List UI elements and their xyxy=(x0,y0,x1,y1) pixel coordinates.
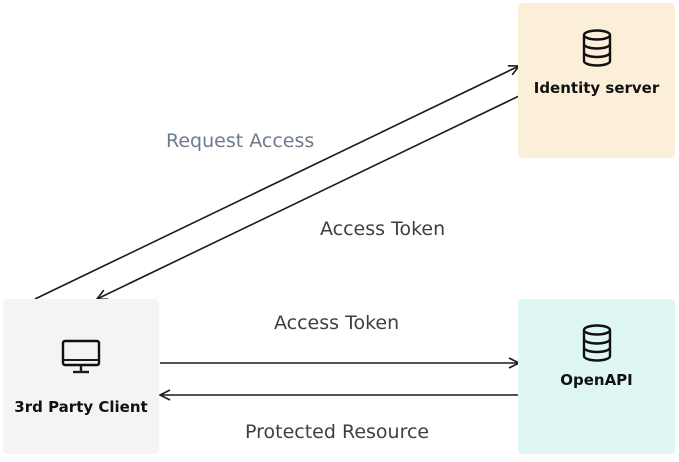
openapi-node: OpenAPI xyxy=(518,299,675,454)
access-token-return-arrow xyxy=(97,95,520,299)
monitor-icon xyxy=(61,339,101,374)
database-icon xyxy=(582,324,611,362)
request-access-label: Request Access xyxy=(166,130,315,152)
access-token-return-label: Access Token xyxy=(320,218,446,240)
access-token-to-api-label: Access Token xyxy=(274,312,400,334)
identity-server-label: Identity server xyxy=(533,79,660,97)
identity-server-node: Identity server xyxy=(518,3,675,158)
client-node: 3rd Party Client xyxy=(3,299,159,454)
request-access-arrow xyxy=(34,66,519,300)
client-label: 3rd Party Client xyxy=(14,398,148,416)
openapi-label: OpenAPI xyxy=(560,371,633,389)
protected-resource-label: Protected Resource xyxy=(245,421,430,443)
database-icon xyxy=(582,29,611,67)
